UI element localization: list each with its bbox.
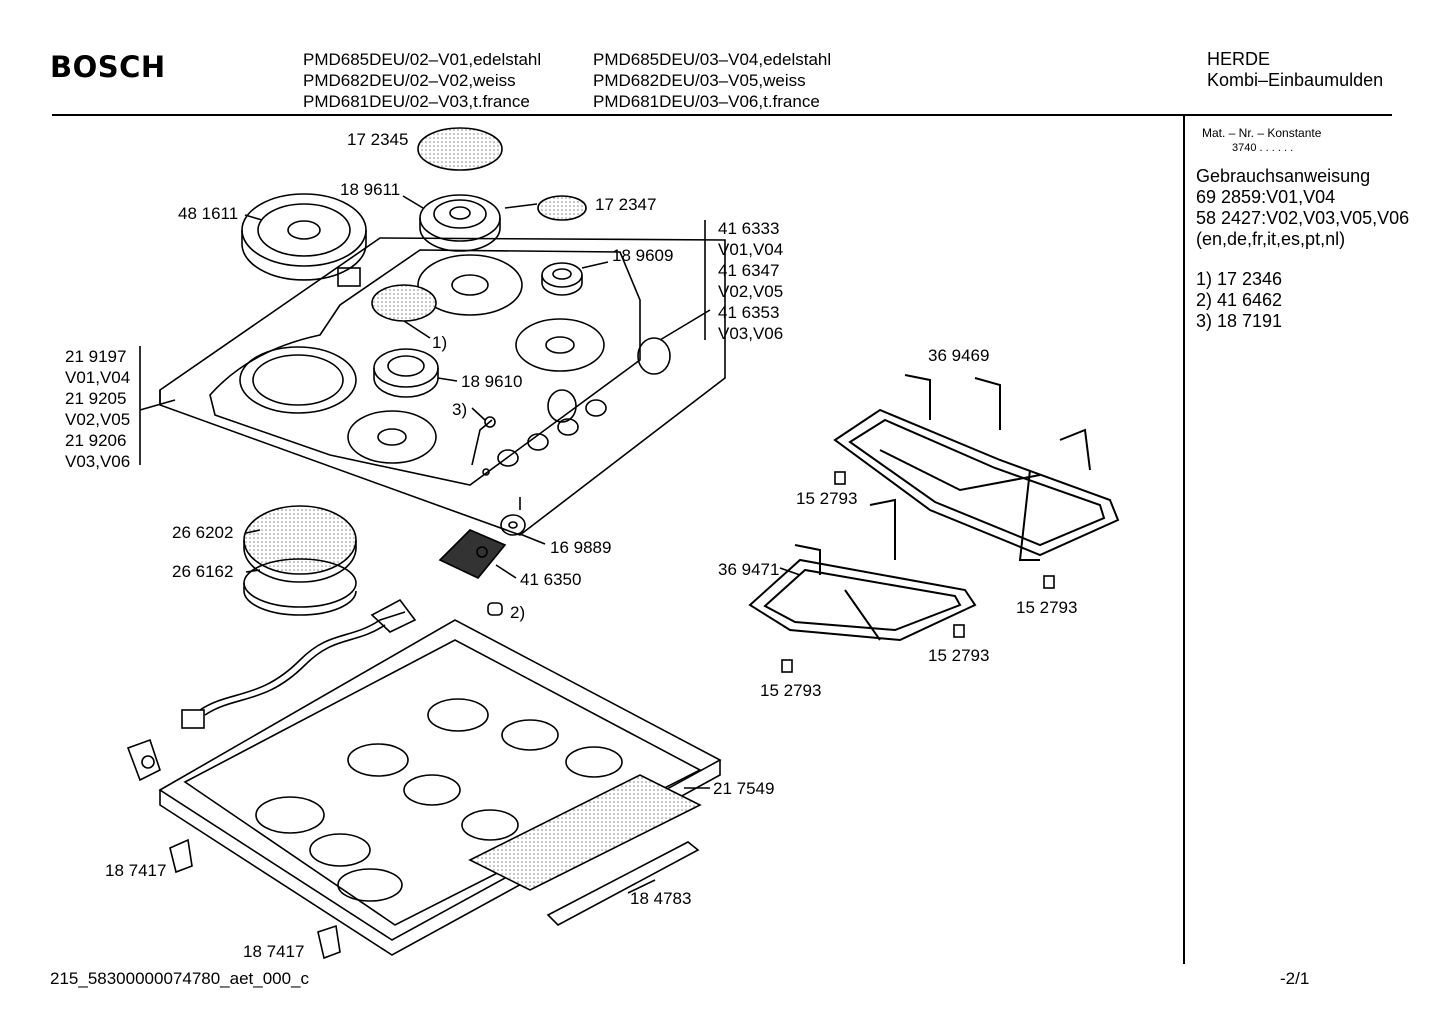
model-line: PMD681DEU/03–V06,t.france (593, 92, 820, 111)
model-line: PMD685DEU/03–V04,edelstahl (593, 50, 832, 69)
top-list-item: V02,V05 (65, 410, 131, 429)
knob-list-item: 41 6347 (718, 261, 780, 280)
burner-18-9610 (373, 348, 439, 398)
knob-list-item: 41 6353 (718, 303, 780, 322)
page-number: -2/1 (1280, 969, 1310, 988)
note-line: 2) 41 6462 (1196, 290, 1283, 310)
label-26-6202: 26 6202 (172, 523, 234, 542)
label-18-9609: 18 9609 (612, 246, 674, 265)
knob (637, 309, 711, 375)
top-list-item: 21 9206 (65, 431, 127, 450)
mat-value: 3740 . . . . . . (1232, 142, 1294, 154)
label-18-9610: 18 9610 (461, 372, 523, 391)
knob-list-item: V03,V06 (718, 324, 784, 343)
label-41-6350: 41 6350 (520, 570, 582, 589)
label-15-2793: 15 2793 (928, 646, 990, 665)
brand-logo: BOSCH (50, 50, 166, 84)
model-list-left: PMD685DEU/02–V01,edelstahl PMD682DEU/02–… (303, 49, 541, 112)
label-15-2793: 15 2793 (760, 681, 822, 700)
label-knob-list: 41 6333 V01,V04 41 6347 V02,V05 41 6353 … (718, 218, 783, 344)
manual-line: 69 2859:V01,V04 (1196, 187, 1336, 207)
model-line: PMD681DEU/02–V03,t.france (303, 92, 530, 111)
top-list-item: V01,V04 (65, 368, 131, 387)
manual-line: 58 2427:V02,V03,V05,V06 (1196, 208, 1410, 228)
label-18-7417: 18 7417 (105, 861, 167, 880)
manual-title: Gebrauchsanweisung (1196, 166, 1371, 186)
note-line: 3) 18 7191 (1196, 311, 1283, 331)
label-36-9469: 36 9469 (928, 346, 990, 365)
subcategory-title: Kombi–Einbaumulden (1207, 70, 1384, 90)
cooktop-plate (159, 237, 726, 536)
knob-list-item: V02,V05 (718, 282, 784, 301)
category-title: HERDE (1207, 49, 1271, 69)
header-divider (52, 114, 1392, 116)
mat-label: Mat. – Nr. – Konstante (1202, 126, 1322, 140)
document-code: 215_58300000074780_aet_000_c (50, 969, 310, 988)
manual-block: Gebrauchsanweisung 69 2859:V01,V04 58 24… (1196, 166, 1409, 250)
label-note-2: 2) (510, 603, 526, 622)
label-18-4783: 18 4783 (630, 889, 692, 908)
label-16-9889: 16 9889 (550, 538, 612, 557)
sidebar-divider (1183, 116, 1185, 964)
hotplate-48-1611 (241, 193, 367, 287)
burner-cap-small (537, 195, 587, 221)
top-list-item: V03,V06 (65, 452, 131, 471)
label-note-3: 3) (452, 400, 468, 419)
label-36-9471: 36 9471 (718, 560, 780, 579)
burner-cap-large (417, 127, 503, 171)
switch-41-6350 (438, 529, 507, 579)
top-list-item: 21 9205 (65, 389, 127, 408)
label-21-7549: 21 7549 (713, 779, 775, 798)
label-26-6162: 26 6162 (172, 562, 234, 581)
label-17-2345: 17 2345 (347, 130, 409, 149)
model-list-right: PMD685DEU/03–V04,edelstahl PMD682DEU/03–… (593, 49, 831, 112)
note-line: 1) 17 2346 (1196, 269, 1283, 289)
knob-list-item: V01,V04 (718, 240, 784, 259)
label-17-2347: 17 2347 (595, 195, 657, 214)
label-48-1611: 48 1611 (178, 204, 239, 223)
notes-block: 1) 17 2346 2) 41 6462 3) 18 7191 (1196, 269, 1282, 332)
label-15-2793: 15 2793 (796, 489, 858, 508)
model-line: PMD682DEU/02–V02,weiss (303, 71, 516, 90)
label-note-1: 1) (432, 333, 448, 352)
manual-line: (en,de,fr,it,es,pt,nl) (1196, 229, 1346, 249)
model-line: PMD685DEU/02–V01,edelstahl (303, 50, 542, 69)
label-18-7417: 18 7417 (243, 942, 305, 961)
burner-18-9609 (541, 262, 583, 296)
knob-list-item: 41 6333 (718, 219, 780, 238)
pan-support-36-9469 (833, 374, 1120, 561)
label-top-list: 21 9197 V01,V04 21 9205 V02,V05 21 9206 … (65, 346, 130, 472)
label-15-2793: 15 2793 (1016, 598, 1078, 617)
category-header: HERDE Kombi–Einbaumulden (1207, 49, 1383, 91)
pan-support-36-9471 (748, 498, 977, 642)
label-18-9611: 18 9611 (340, 180, 401, 199)
base-tray (158, 619, 722, 956)
top-list-item: 21 9197 (65, 347, 127, 366)
model-line: PMD682DEU/03–V05,weiss (593, 71, 806, 90)
burner-18-9611 (419, 194, 501, 252)
